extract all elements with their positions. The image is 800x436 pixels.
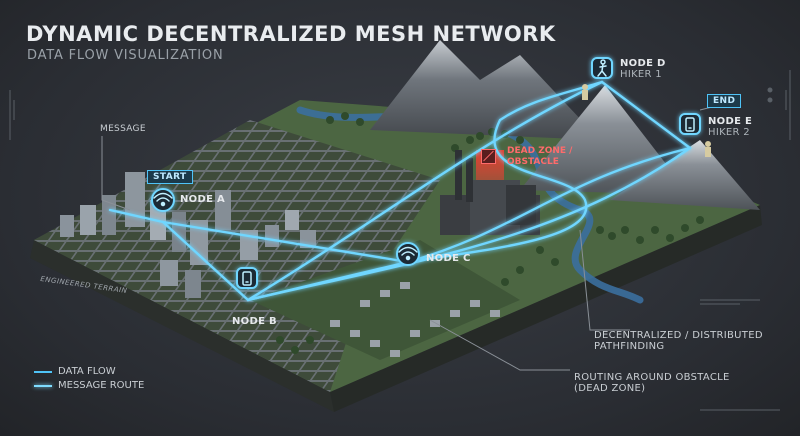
leader-lines [101, 104, 721, 371]
node-c-label: NODE C [426, 253, 471, 264]
suburb-houses [330, 282, 500, 357]
wifi-icon [153, 192, 173, 207]
link-d-e [600, 80, 692, 150]
hud-decoration [9, 70, 791, 411]
node-icons [153, 59, 695, 286]
dead-zone-line1: DEAD ZONE / [507, 146, 573, 156]
node-e-marker [679, 113, 701, 135]
phone-icon [685, 117, 695, 132]
hiker-figures [582, 84, 711, 157]
node-a-marker [151, 188, 175, 212]
dead-zone-label: DEAD ZONE / OBSTACLE [507, 146, 572, 168]
node-d-role: HIKER 1 [620, 69, 662, 80]
link-a-message [108, 208, 165, 224]
city-buildings [60, 172, 316, 298]
mountain-range [370, 40, 760, 210]
legend-message-route: MESSAGE ROUTE [34, 380, 144, 391]
node-e-name: NODE E [708, 116, 753, 127]
routing-annotation: ROUTING AROUND OBSTACLE (DEAD ZONE) [574, 372, 730, 394]
decentralized-line1: DECENTRALIZED / DISTRIBUTED [594, 330, 763, 341]
phone-icon [242, 271, 252, 286]
node-e-role: HIKER 2 [708, 127, 750, 138]
page-subtitle: DATA FLOW VISUALIZATION [27, 48, 224, 63]
link-a-c [161, 220, 410, 264]
legend-data-flow-swatch [34, 370, 52, 373]
legend-data-flow-label: DATA FLOW [58, 366, 116, 377]
legend-message-route-label: MESSAGE ROUTE [58, 380, 145, 391]
wifi-icon [398, 246, 418, 261]
routing-line2: (DEAD ZONE) [574, 383, 646, 394]
link-b-d [246, 80, 604, 302]
link-c-e [406, 146, 692, 264]
start-tag: START [147, 170, 193, 184]
end-tag: END [707, 94, 742, 108]
legend-data-flow: DATA FLOW [34, 366, 116, 377]
node-d-label: NODE D HIKER 1 [620, 58, 666, 80]
factory-obstacle [440, 150, 540, 235]
node-c-marker [396, 242, 420, 266]
decentralized-line2: PATHFINDING [594, 341, 665, 352]
decentralized-annotation: DECENTRALIZED / DISTRIBUTED PATHFINDING [594, 330, 763, 352]
message-label: MESSAGE [100, 124, 146, 134]
dead-zone-line2: OBSTACLE [507, 157, 559, 167]
mesh-links [108, 80, 692, 302]
link-a-b [161, 220, 250, 302]
node-b-marker [236, 267, 258, 289]
node-e-label: NODE E HIKER 2 [708, 116, 752, 138]
link-b-e [246, 146, 692, 302]
page-title: DYNAMIC DECENTRALIZED MESH NETWORK [26, 22, 556, 46]
link-c-route-around [406, 80, 604, 264]
routing-line1: ROUTING AROUND OBSTACLE [574, 372, 730, 383]
node-a-label: NODE A [180, 194, 226, 205]
dead-zone-icon [481, 149, 496, 164]
hiker-icon [597, 59, 607, 77]
node-b-label: NODE B [232, 316, 277, 327]
node-d-name: NODE D [620, 58, 666, 69]
legend-message-route-swatch [34, 384, 52, 387]
